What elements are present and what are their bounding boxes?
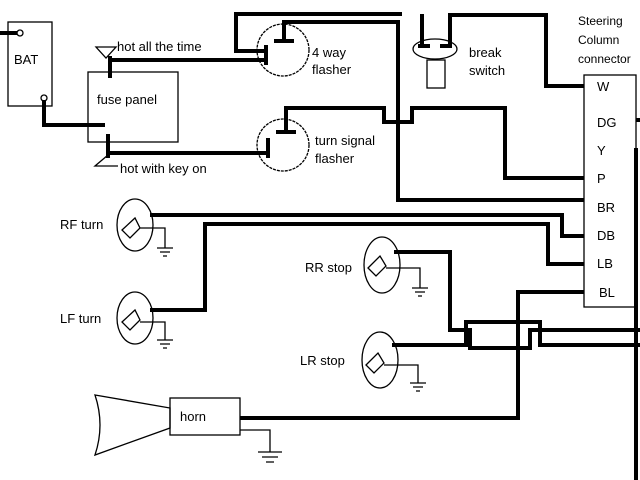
rf-turn-lamp (116, 198, 154, 252)
pin-p: P (597, 171, 606, 186)
battery-terminal-pos (16, 29, 24, 37)
turn-flasher-label-1: turn signal (315, 133, 375, 148)
wire-battery-fuse (42, 100, 105, 127)
connector-box (583, 74, 637, 308)
wire-bl (240, 290, 584, 420)
wire-rr-stop (394, 250, 640, 350)
hot-with-key-label: hot with key on (120, 161, 207, 176)
wire-lf-lb (150, 222, 584, 312)
pin-br: BR (597, 200, 616, 215)
rf-ground-icon (157, 247, 173, 257)
wire-connector-right (634, 118, 640, 480)
rr-socket-icon (367, 254, 421, 288)
connector-title-2: Column (578, 33, 620, 47)
lr-ground-icon (410, 382, 426, 392)
wire-brake-w (448, 13, 584, 88)
wire-rf-db (150, 213, 584, 238)
lf-turn-label: LF turn (60, 311, 102, 326)
hot-always-symbol (94, 46, 118, 59)
pin-db: DB (597, 228, 616, 243)
lf-socket-icon (121, 308, 166, 340)
wire-lr-stop (392, 320, 640, 347)
pin-dg: DG (597, 115, 617, 130)
rr-stop-label: RR stop (305, 260, 352, 275)
four-way-label-1: 4 way (312, 45, 346, 60)
lr-socket-icon (365, 351, 419, 383)
lf-ground-icon (157, 339, 173, 349)
horn-trumpet-icon (93, 394, 171, 457)
wire-4way-loop (234, 12, 402, 53)
wire-turn-flasher (284, 106, 584, 180)
rf-turn-label: RF turn (60, 217, 104, 232)
brake-switch-stem (426, 59, 446, 89)
horn-label: horn (180, 409, 207, 424)
pin-w: W (597, 79, 610, 94)
brake-switch-body (412, 38, 458, 60)
lr-stop-lamp (361, 331, 399, 389)
lr-stop-label: LR stop (300, 353, 345, 368)
rr-stop-lamp (363, 236, 401, 294)
horn-box (169, 397, 241, 436)
pin-bl: BL (599, 285, 615, 300)
rr-ground-icon (412, 287, 428, 297)
horn-ground-wire (240, 429, 271, 452)
connector-title-1: Steering (578, 14, 623, 28)
fuse-panel-box (87, 71, 179, 143)
brake-label-1: break (469, 45, 502, 60)
horn-ground-icon (258, 451, 282, 463)
turn-flasher-label-2: flasher (315, 151, 355, 166)
turn-flasher-body (256, 118, 310, 172)
brake-label-2: switch (469, 63, 506, 78)
fuse-panel-label: fuse panel (97, 92, 157, 107)
battery-label: BAT (14, 52, 39, 67)
wire-4way-up (282, 20, 584, 202)
pin-lb: LB (597, 256, 613, 271)
lf-turn-lamp (116, 291, 154, 345)
connector-title-3: connector (578, 52, 631, 66)
four-way-label-2: flasher (312, 62, 352, 77)
hot-key-symbol (93, 154, 118, 167)
pin-y: Y (597, 143, 606, 158)
hot-all-time-label: hot all the time (117, 39, 202, 54)
rf-socket-icon (121, 216, 166, 248)
battery-box (7, 21, 53, 107)
